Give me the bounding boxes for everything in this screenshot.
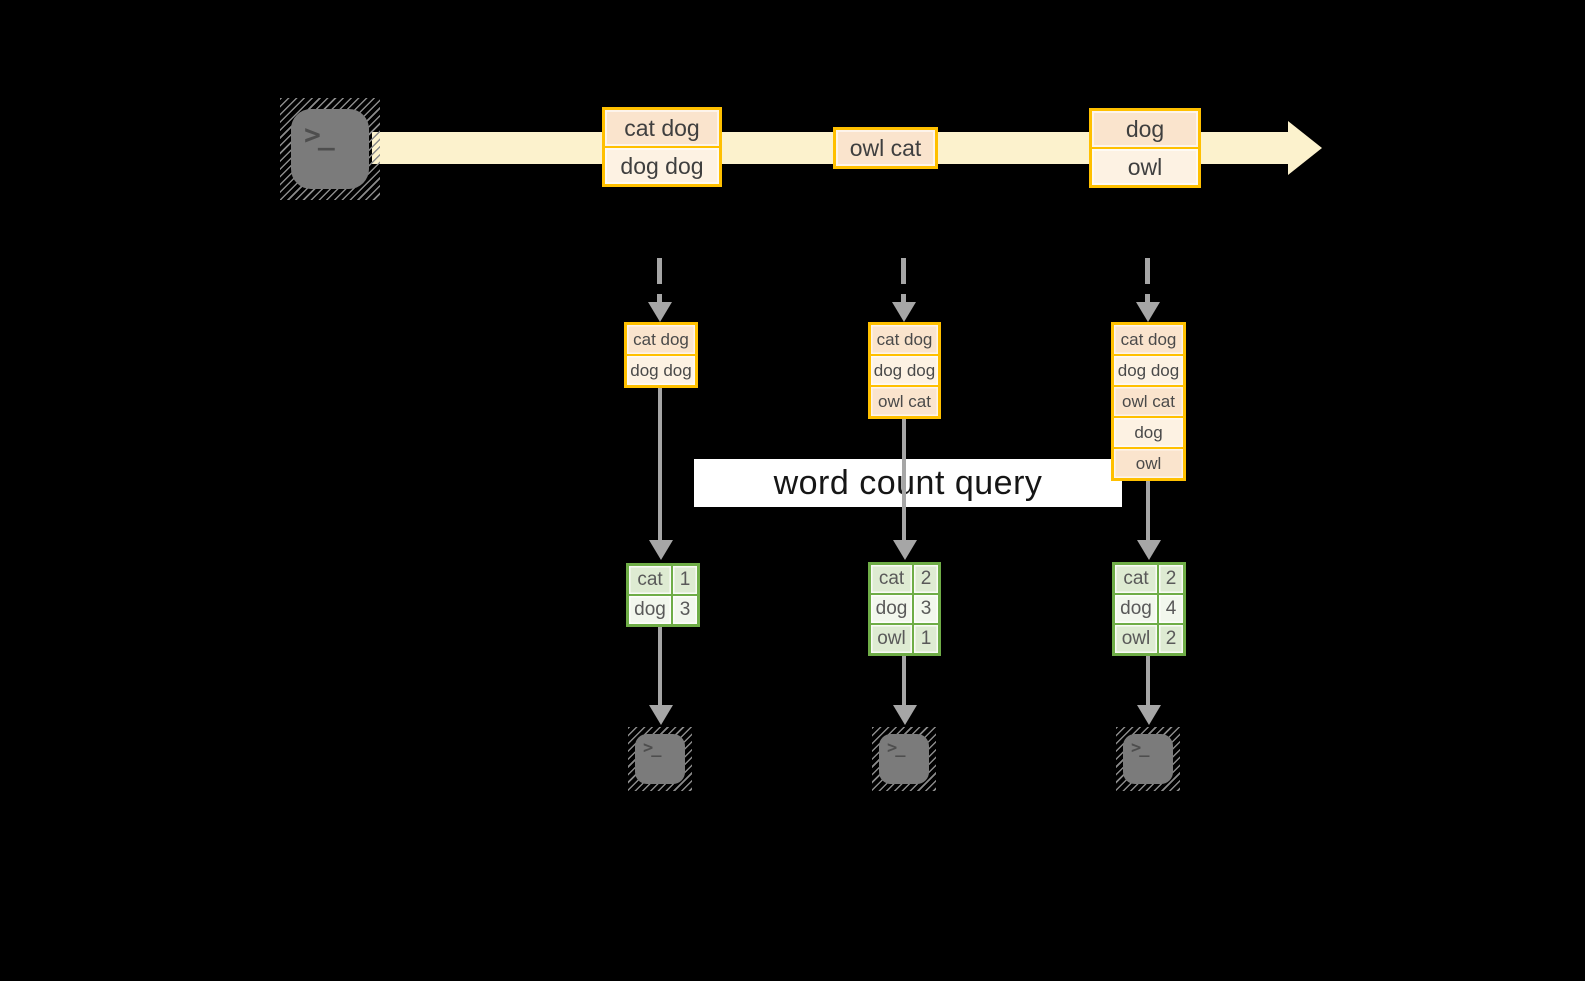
count-value-cell: 2 [914,565,938,593]
count-table-3: cat 2 dog 4 owl 2 [1112,562,1186,656]
terminal-icon: >_ [280,98,380,200]
terminal-icon-body: >_ [1123,734,1173,784]
count-word-cell: cat [629,566,671,594]
terminal-icon-body: >_ [291,109,369,189]
arrow-line [658,386,662,540]
state-row: cat dog [1114,325,1183,354]
count-value-cell: 2 [1159,565,1183,593]
count-word-cell: owl [1115,625,1157,653]
arrowhead-icon [893,705,917,725]
arrowhead-icon [1137,540,1161,560]
arrowhead-icon [1137,705,1161,725]
state-row: dog dog [871,356,938,385]
state-row: owl [1114,449,1183,478]
stream-event-row: owl cat [836,130,935,166]
stream-event-row: dog [1092,111,1198,147]
arrow-line [1146,654,1150,705]
count-table-1: cat 1 dog 3 [626,563,700,627]
state-box-2: cat dog dog dog owl cat [868,322,941,419]
dashed-arrow-line [1145,258,1150,303]
query-label: word count query [773,463,1043,502]
arrow-line [1146,479,1150,540]
state-row: cat dog [627,325,695,354]
count-word-cell: dog [1115,595,1157,623]
count-word-cell: owl [871,625,912,653]
dashed-arrowhead-icon [648,302,672,322]
count-word-cell: cat [871,565,912,593]
count-value-cell: 4 [1159,595,1183,623]
dashed-arrowhead-icon [1136,302,1160,322]
state-row: owl cat [871,387,938,416]
arrowhead-icon [649,540,673,560]
terminal-prompt-glyph: >_ [1131,738,1150,758]
count-table-2: cat 2 dog 3 owl 1 [868,562,941,656]
state-row: cat dog [871,325,938,354]
arrowhead-icon [893,540,917,560]
stream-arrowhead [1288,121,1322,175]
arrow-line [902,654,906,705]
terminal-prompt-glyph: >_ [643,738,662,758]
stream-event-row: cat dog [605,110,719,146]
count-value-cell: 3 [914,595,938,623]
arrowhead-icon [649,705,673,725]
terminal-icon: >_ [1116,727,1180,791]
query-label-band: word count query [694,459,1122,507]
count-value-cell: 2 [1159,625,1183,653]
dashed-arrowhead-icon [892,302,916,322]
state-box-1: cat dog dog dog [624,322,698,388]
arrow-line [902,417,906,540]
count-word-cell: cat [1115,565,1157,593]
stream-event-1: cat dog dog dog [602,107,722,187]
terminal-icon-body: >_ [879,734,929,784]
terminal-icon: >_ [872,727,936,791]
dashed-arrow-line [657,258,662,303]
stream-event-2: owl cat [833,127,938,169]
terminal-icon: >_ [628,727,692,791]
terminal-prompt-glyph: >_ [887,738,906,758]
arrow-line [658,627,662,705]
count-word-cell: dog [871,595,912,623]
terminal-prompt-glyph: >_ [304,118,335,151]
state-box-3: cat dog dog dog owl cat dog owl [1111,322,1186,481]
stream-event-3: dog owl [1089,108,1201,188]
count-value-cell: 1 [914,625,938,653]
state-row: owl cat [1114,387,1183,416]
stream-event-row: dog dog [605,148,719,184]
state-row: dog dog [1114,356,1183,385]
count-value-cell: 3 [673,596,697,624]
state-row: dog dog [627,356,695,385]
count-word-cell: dog [629,596,671,624]
state-row: dog [1114,418,1183,447]
terminal-icon-body: >_ [635,734,685,784]
stream-event-row: owl [1092,149,1198,185]
count-value-cell: 1 [673,566,697,594]
dashed-arrow-line [901,258,906,303]
